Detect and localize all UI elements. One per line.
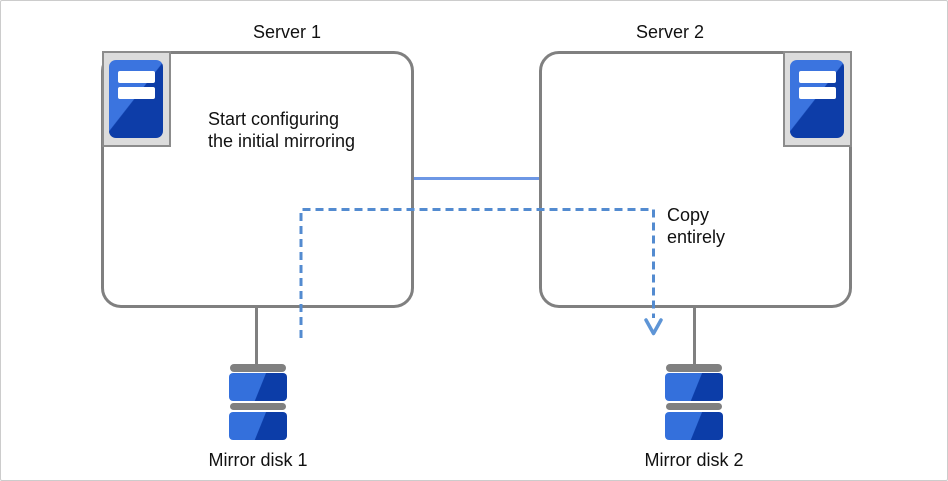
drive-bay-slot [799, 71, 836, 83]
server1-note: Start configuring the initial mirroring [208, 108, 355, 152]
disk-cap [230, 403, 286, 410]
disk-platter [665, 373, 723, 401]
disk1-connector-line [255, 308, 258, 364]
server-tower-body [790, 60, 844, 138]
mirror-disk-stack-icon [665, 364, 723, 440]
disk2-connector-line [693, 308, 696, 364]
copy-label-line: Copy [667, 205, 710, 225]
server-tower-icon [783, 51, 852, 147]
server2-title: Server 2 [636, 22, 705, 42]
note-line: Start configuring [208, 109, 340, 129]
disk1-label: Mirror disk 1 [208, 450, 308, 470]
disk-cap [230, 364, 286, 372]
disk-platter [665, 412, 723, 440]
copy-label-line: entirely [667, 227, 726, 247]
network-link-line [414, 177, 539, 180]
disk-cap [666, 364, 722, 372]
server1-title: Server 1 [253, 22, 322, 42]
server-tower-body [109, 60, 163, 138]
drive-bay-slot [799, 87, 836, 99]
disk-platter [229, 373, 287, 401]
note-line: the initial mirroring [208, 131, 356, 151]
drive-bay-slot [118, 87, 155, 99]
drive-bay-slot [118, 71, 155, 83]
arrow-down-icon [644, 318, 663, 336]
disk2-label: Mirror disk 2 [644, 450, 744, 470]
disk-cap [666, 403, 722, 410]
server-tower-icon [102, 51, 171, 147]
copy-entirely-label: Copy entirely [667, 204, 725, 248]
disk-platter [229, 412, 287, 440]
mirror-disk-stack-icon [229, 364, 287, 440]
